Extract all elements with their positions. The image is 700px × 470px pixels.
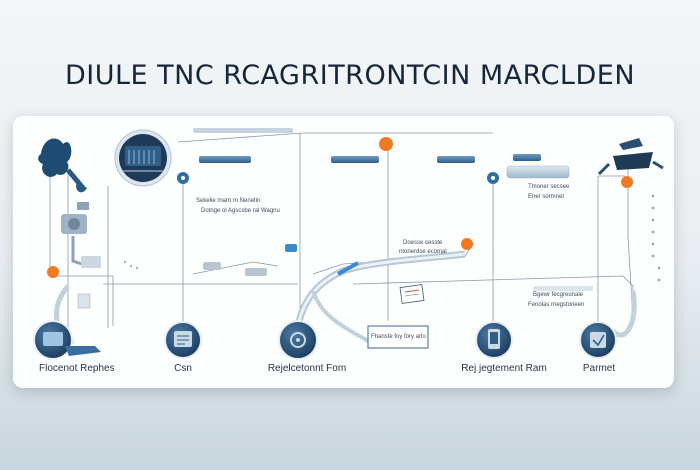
- phone-icon: [488, 329, 500, 349]
- tag-1: Tmoner secsee: [528, 184, 570, 190]
- accent-dot: [47, 266, 59, 278]
- step-bar-light: [506, 165, 570, 179]
- settings-icon: [43, 332, 101, 356]
- form-icon: [174, 331, 192, 347]
- accent-dot: [461, 238, 473, 250]
- note-2-line-1: Doesse cesste: [403, 240, 443, 246]
- note-3-line-1: Bgewr fecgreunale: [533, 292, 584, 298]
- page-title: DIULE TNC RCAGRITRONTCIN MARCLDEN: [64, 60, 636, 91]
- info-box: [367, 325, 429, 349]
- pipeline-diagram: [33, 128, 664, 360]
- document-icon: [399, 284, 425, 304]
- step-bar-top: [193, 128, 293, 133]
- dotted-trails: [124, 194, 661, 282]
- note-1-line-1: Sekelie rnam rn Nenetin: [196, 198, 261, 204]
- step-bar: [513, 154, 541, 161]
- step-bar: [199, 156, 251, 163]
- stage-label: Rejelcetonnt Fom: [267, 363, 347, 374]
- step-bars: [193, 128, 570, 179]
- note-2-line-2: ntonerdse ecomal: [399, 249, 447, 255]
- connector-line: [177, 132, 493, 143]
- accent-dot: [621, 176, 633, 188]
- stage-nodes: [33, 320, 617, 360]
- gadget-icons: [203, 244, 297, 276]
- diagram-card: Sekelie rnam rn Nenetin Dotnge ol Agscsb…: [13, 116, 674, 388]
- tag-2: Ener sormnet: [528, 194, 565, 200]
- pins: [177, 172, 499, 184]
- stage-label: Csn: [174, 363, 192, 374]
- stage-label: Parmet: [582, 363, 616, 374]
- accent-dots: [47, 137, 633, 278]
- note-3-line-2: Fenolas rnegstorieen: [528, 302, 585, 308]
- info-box-text: Fhanste foy fory arlo: [371, 334, 426, 340]
- machine-icon: [61, 202, 101, 309]
- node-glyphs: [43, 329, 606, 356]
- hand-gear-icon: [38, 138, 87, 193]
- step-bar: [331, 156, 379, 163]
- stage-label: Rej jegtement Ram: [461, 363, 547, 374]
- stage-label: Flocenot Rephes: [39, 363, 115, 374]
- robot-icon: [597, 138, 664, 176]
- note-1-line-2: Dotnge ol Agscsbe ral Wagnu: [201, 208, 280, 214]
- globe-server-icon: [114, 129, 172, 187]
- gear-icon: [290, 332, 306, 348]
- step-bar: [437, 156, 475, 163]
- connector-line: [49, 168, 114, 326]
- shield-icon: [590, 332, 606, 348]
- accent-dot: [379, 137, 393, 151]
- right-tags: [533, 286, 593, 291]
- connector-line: [192, 261, 279, 275]
- connector-line: [597, 175, 625, 321]
